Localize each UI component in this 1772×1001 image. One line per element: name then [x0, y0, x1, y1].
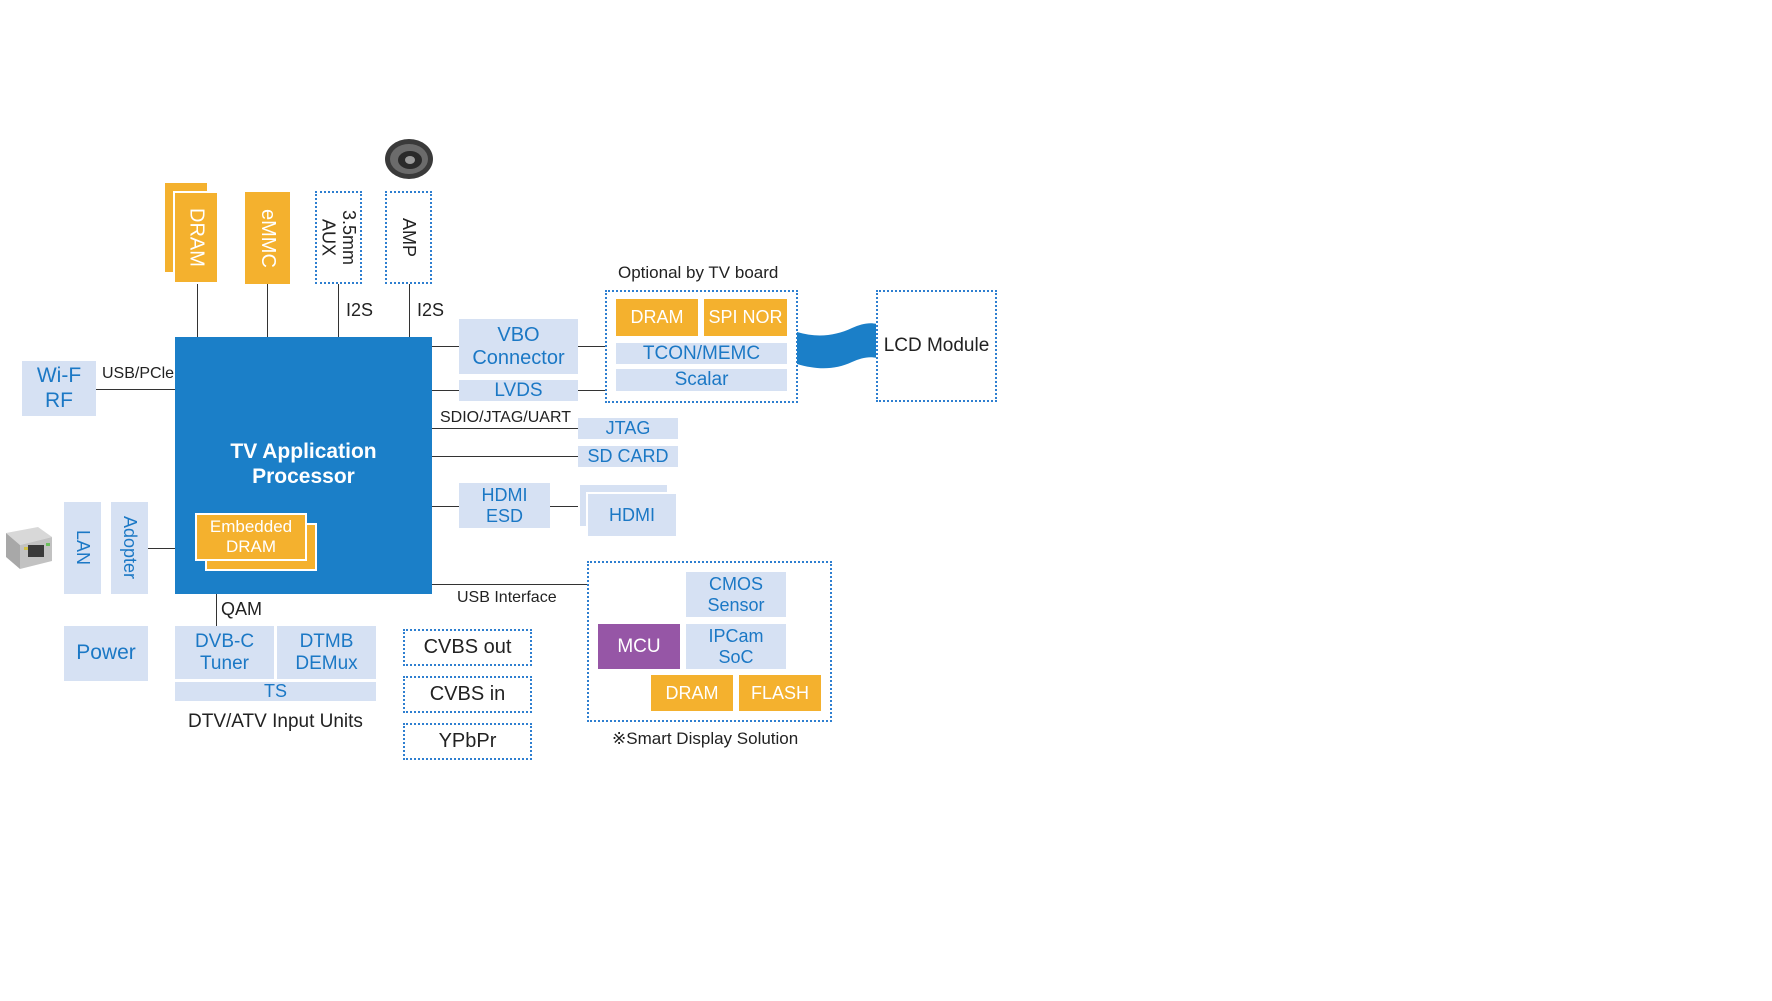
wifi-line: [96, 389, 175, 390]
lvds-board-line: [578, 390, 605, 391]
tv-board-dram: DRAM: [616, 299, 698, 336]
processor-title: TV Application Processor: [230, 440, 377, 489]
tcon-memc: TCON/MEMC: [616, 343, 787, 364]
dram-module: DRAM: [173, 191, 219, 284]
usb-pcie-label: USB/PCle: [102, 365, 175, 382]
jtag-line: [432, 428, 578, 429]
cvbs-in: CVBS in: [403, 676, 532, 713]
embedded-dram: Embedded DRAM: [195, 513, 307, 561]
adapter-line: [148, 548, 175, 549]
vbo-connector: VBO Connector: [459, 319, 578, 374]
lan-block: LAN: [64, 502, 101, 594]
vbo-board-line: [578, 346, 605, 347]
usb-interface-label: USB Interface: [457, 589, 557, 606]
mcu-block: MCU: [598, 624, 680, 669]
smart-flash: FLASH: [739, 675, 821, 711]
spi-nor: SPI NOR: [704, 299, 787, 336]
ts-bus: TS: [175, 681, 376, 701]
smart-dram: DRAM: [651, 675, 733, 711]
lvds-block: LVDS: [459, 380, 578, 401]
hdmi-esd: HDMI ESD: [459, 483, 550, 528]
speaker-icon: [385, 139, 433, 179]
ipcam-soc: IPCam SoC: [686, 624, 786, 669]
i2s-label-aux: I2S: [346, 300, 374, 320]
hdmi-port-line: [550, 506, 578, 507]
sd-card-block: SD CARD: [578, 446, 678, 467]
emmc-line: [267, 284, 268, 337]
ethernet-port-icon: [6, 527, 52, 569]
amp-block: AMP: [385, 191, 432, 284]
dvbc-tuner: DVB-C Tuner: [175, 626, 274, 679]
jtag-block: JTAG: [578, 418, 678, 439]
qam-label: QAM: [221, 599, 263, 619]
dtmb-demux: DTMB DEMux: [277, 626, 376, 679]
sdio-jtag-uart-label: SDIO/JTAG/UART: [440, 409, 571, 426]
cmos-sensor: CMOS Sensor: [686, 572, 786, 617]
smart-display-caption: ※Smart Display Solution: [612, 729, 799, 748]
lcd-cable-icon: [797, 323, 877, 369]
usb-line: [432, 584, 587, 585]
i2s-label-amp: I2S: [417, 300, 445, 320]
cvbs-out: CVBS out: [403, 629, 532, 666]
emmc-module: eMMC: [245, 192, 290, 284]
power-block: Power: [64, 626, 148, 681]
adapter-block: Adopter: [111, 502, 148, 594]
amp-line: [409, 284, 410, 337]
dram-line: [197, 284, 198, 337]
aux-line: [338, 284, 339, 337]
aux-jack: 3.5mm AUX: [315, 191, 362, 284]
sd-line: [432, 456, 578, 457]
lcd-module: LCD Module: [876, 290, 997, 402]
scalar-block: Scalar: [616, 369, 787, 391]
wifi-rf-module: Wi-F RF: [22, 361, 96, 416]
qam-line: [216, 594, 217, 626]
lvds-line: [432, 390, 459, 391]
ypbpr: YPbPr: [403, 723, 532, 760]
dtv-caption: DTV/ATV Input Units: [188, 711, 363, 732]
tv-board-caption: Optional by TV board: [618, 263, 779, 282]
hdmi-port: HDMI: [586, 492, 678, 538]
hdmi-esd-line: [432, 506, 459, 507]
vbo-line: [432, 346, 459, 347]
